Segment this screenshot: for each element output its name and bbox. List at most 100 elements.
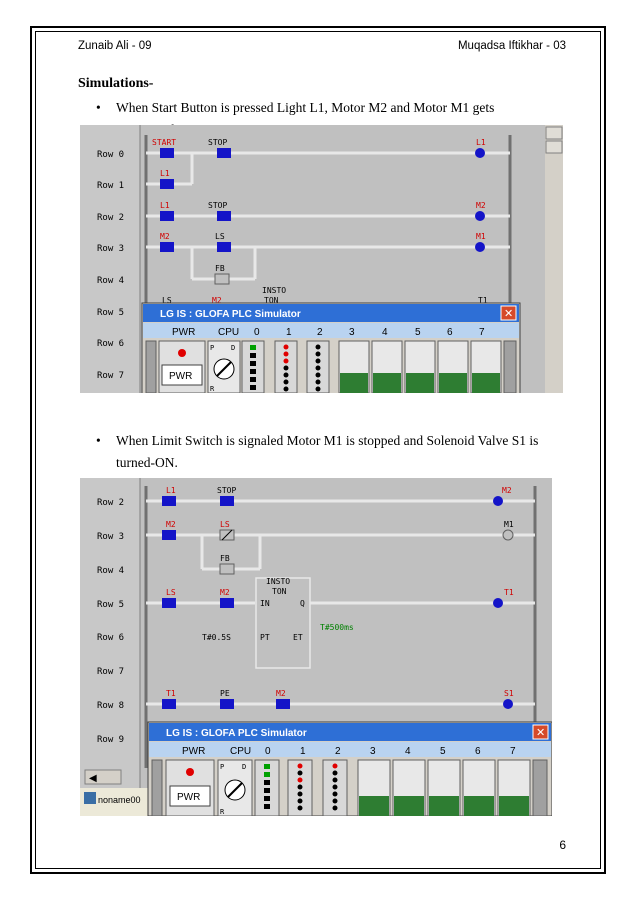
- slot-label: 2: [317, 327, 323, 338]
- slot-label: 0: [254, 327, 260, 338]
- taskbar-item[interactable]: noname00: [98, 795, 141, 805]
- slot-label: 3: [349, 327, 355, 338]
- row-label: Row 9: [97, 735, 124, 745]
- slot-label: 6: [447, 327, 453, 338]
- label-m2: M2: [502, 486, 512, 495]
- slot-label: 7: [510, 746, 516, 757]
- label-d: D: [242, 763, 246, 771]
- label-t1: T1: [478, 296, 488, 305]
- header-right: Muqadsa Iftikhar - 03: [457, 40, 566, 52]
- ladder-screenshot-2: Row 2 Row 3 Row 4 Row 5 Row 6 Row 7 Row …: [80, 478, 552, 816]
- label-insto: INSTO: [266, 577, 290, 586]
- row-label: Row 6: [97, 633, 124, 643]
- simulator-title: LG IS : GLOFA PLC Simulator: [160, 309, 301, 320]
- plc-simulator-window[interactable]: LG IS : GLOFA PLC Simulator ✕ PWR CPU 0 …: [141, 302, 521, 393]
- label-stop: STOP: [217, 486, 236, 495]
- bullet-icon: •: [96, 100, 101, 115]
- label-ls: LS: [220, 520, 230, 529]
- slot-label: 5: [440, 746, 446, 757]
- row-label: Row 6: [97, 339, 124, 349]
- contact-start: [160, 148, 174, 158]
- pwr-button-label: PWR: [169, 371, 192, 382]
- header-cpu: CPU: [230, 746, 251, 757]
- row-label: Row 3: [97, 244, 124, 254]
- slot-label: 1: [286, 327, 292, 338]
- contact-stop: [217, 148, 231, 158]
- row-label: Row 5: [97, 600, 124, 610]
- slot-label: 6: [475, 746, 481, 757]
- row-label: Row 5: [97, 308, 124, 318]
- bullet-text: When Limit Switch is signaled Motor M1 i…: [116, 433, 539, 470]
- label-q: Q: [300, 599, 305, 608]
- label-l1: L1: [160, 201, 170, 210]
- row-label: Row 8: [97, 701, 124, 711]
- close-icon[interactable]: [532, 724, 549, 740]
- label-ton: TON: [272, 587, 287, 596]
- slot-label: 1: [300, 746, 306, 757]
- label-m2: M2: [166, 520, 176, 529]
- bullet-icon: •: [96, 433, 101, 448]
- label-s1: S1: [504, 689, 514, 698]
- plc-simulator-window[interactable]: LG IS : GLOFA PLC Simulator ✕ PWR CPU 0 …: [147, 721, 552, 816]
- label-r: R: [210, 385, 215, 393]
- label-p: P: [220, 763, 224, 771]
- row-label: Row 7: [97, 667, 124, 677]
- app-icon: [84, 792, 96, 804]
- label-m2: M2: [212, 296, 222, 305]
- label-m2: M2: [220, 588, 230, 597]
- label-ls: LS: [166, 588, 176, 597]
- simulator-title: LG IS : GLOFA PLC Simulator: [166, 728, 307, 739]
- pwr-button[interactable]: [161, 364, 203, 386]
- header-cpu: CPU: [218, 327, 239, 338]
- row-label: Row 4: [97, 566, 124, 576]
- label-t1: T1: [166, 689, 176, 698]
- svg-text:✕: ✕: [504, 308, 513, 320]
- label-et: ET: [293, 633, 303, 642]
- page-number: 6: [559, 838, 566, 852]
- label-m1: M1: [504, 520, 514, 529]
- row-label: Row 4: [97, 276, 124, 286]
- header-pwr: PWR: [182, 746, 205, 757]
- label-ls: LS: [162, 296, 172, 305]
- power-led-icon: [186, 768, 194, 776]
- label-start: START: [152, 138, 176, 147]
- row-label: Row 2: [97, 213, 124, 223]
- row-label: Row 1: [97, 181, 124, 191]
- slot-label: 2: [335, 746, 341, 757]
- contact-l1: [160, 179, 174, 189]
- label-p: P: [210, 344, 214, 352]
- pwr-button-label: PWR: [177, 792, 200, 803]
- slot-label: 4: [405, 746, 411, 757]
- label-m2: M2: [276, 689, 286, 698]
- label-r: R: [220, 808, 225, 816]
- label-preset: T#0.5S: [202, 633, 231, 642]
- row-label: Row 7: [97, 371, 124, 381]
- row-label: Row 3: [97, 532, 124, 542]
- label-t1: T1: [504, 588, 514, 597]
- label-stop: STOP: [208, 138, 227, 147]
- slot-label: 5: [415, 327, 421, 338]
- slot-label: 4: [382, 327, 388, 338]
- slot-label: 0: [265, 746, 271, 757]
- svg-text:✕: ✕: [536, 727, 545, 739]
- label-fb: FB: [215, 264, 225, 273]
- section-title: Simulations-: [78, 76, 154, 91]
- label-ls: LS: [215, 232, 225, 241]
- header-pwr: PWR: [172, 327, 195, 338]
- slot-label: 7: [479, 327, 485, 338]
- close-icon[interactable]: [500, 305, 517, 321]
- coil-l1: [475, 148, 485, 158]
- row-label: Row 0: [97, 150, 124, 160]
- label-m2: M2: [476, 201, 486, 210]
- label-in: IN: [260, 599, 270, 608]
- scroll-left-icon[interactable]: ◀: [89, 773, 97, 784]
- slot-label: 3: [370, 746, 376, 757]
- label-l1: L1: [166, 486, 176, 495]
- label-pt: PT: [260, 633, 270, 642]
- label-d: D: [231, 344, 235, 352]
- pwr-button[interactable]: [169, 785, 211, 807]
- label-m2: M2: [160, 232, 170, 241]
- label-insto: INSTO: [262, 286, 286, 295]
- label-m1: M1: [476, 232, 486, 241]
- ladder-screenshot-1: Row 0 Row 1 Row 2 Row 3 Row 4 Row 5 Row …: [80, 125, 563, 393]
